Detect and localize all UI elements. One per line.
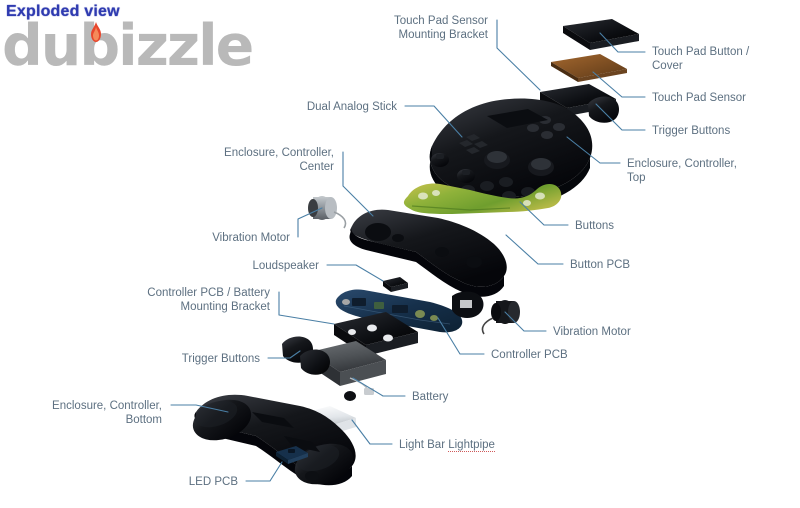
label-line: LED PCB [188, 476, 238, 488]
label-led-pcb: LED PCB [168, 475, 238, 489]
label-enclosure-controller-center: Enclosure, Controller, Center [182, 146, 334, 174]
label-line: Vibration Motor [212, 232, 290, 244]
label-line: Touch Pad Button / [652, 46, 750, 58]
label-line: Controller PCB / Battery [147, 287, 270, 299]
label-trigger-buttons-top: Trigger Buttons [652, 124, 798, 138]
leader-light-bar-lightpipe [351, 419, 393, 445]
leader-buttons [519, 201, 569, 226]
leader-battery [352, 377, 406, 397]
part-loudspeaker [383, 277, 408, 292]
dubizzle-watermark: dubizzle [2, 18, 254, 75]
label-trigger-buttons-bottom: Trigger Buttons [140, 352, 260, 366]
label-line: Dual Analog Stick [306, 101, 397, 113]
label-controller-pcb: Controller PCB [491, 348, 621, 362]
label-line: Battery [412, 391, 449, 403]
leader-touch-pad-button-cover [599, 32, 646, 53]
leader-button-pcb [505, 234, 564, 265]
leader-controller-pcb-battery-mounting-bracket [278, 291, 335, 325]
label-line: Touch Pad Sensor [394, 15, 488, 27]
leader-enclosure-controller-center [342, 151, 374, 217]
spellcheck-underlined-word: Lightpipe [448, 439, 495, 452]
label-line: Enclosure, Controller, [627, 158, 737, 170]
label-vibration-motor-left: Vibration Motor [170, 231, 290, 245]
label-line: Trigger Buttons [652, 125, 731, 137]
label-dual-analog-stick: Dual Analog Stick [277, 100, 397, 114]
label-line: Bottom [125, 414, 162, 426]
label-line: Cover [652, 60, 683, 72]
label-button-pcb: Button PCB [570, 258, 680, 272]
flame-icon [91, 22, 101, 42]
label-touch-pad-sensor: Touch Pad Sensor [652, 91, 798, 105]
leader-enclosure-controller-top [566, 136, 621, 164]
part-misc-fasteners [305, 391, 356, 481]
label-line: Trigger Buttons [181, 353, 260, 365]
leader-loudspeaker [326, 264, 384, 282]
label-line: Enclosure, Controller, [224, 147, 334, 159]
leader-enclosure-controller-bottom [170, 404, 229, 413]
leader-touch-pad-sensor-mounting-bracket [496, 19, 541, 91]
watermark-text: dubizzle [2, 13, 254, 79]
leader-dual-analog-stick [404, 105, 463, 138]
label-enclosure-controller-top: Enclosure, Controller, Top [627, 157, 787, 185]
label-loudspeaker: Loudspeaker [222, 259, 320, 273]
label-light-bar-lightpipe: Light Bar Lightpipe [399, 438, 539, 452]
part-vibration-motor-left [308, 196, 347, 229]
leader-vibration-motor-left [297, 207, 323, 238]
leader-controller-pcb [437, 317, 485, 355]
label-line: Controller PCB [491, 349, 568, 361]
label-line: Center [299, 161, 334, 173]
part-enclosure-controller-bottom [192, 394, 356, 486]
part-enclosure-controller-center [349, 209, 507, 297]
leader-touch-pad-sensor [592, 71, 646, 98]
part-controller-pcb [335, 289, 484, 333]
label-touch-pad-button-cover: Touch Pad Button / Cover [652, 45, 798, 73]
label-buttons: Buttons [575, 219, 685, 233]
part-button-pcb [403, 183, 562, 214]
label-line: Mounting Bracket [180, 301, 271, 313]
label-enclosure-controller-bottom: Enclosure, Controller, Bottom [10, 399, 162, 427]
label-line: Light Bar Lightpipe [399, 439, 495, 452]
part-touch-pad-button-cover [563, 19, 639, 50]
part-trigger-buttons-bottom [282, 336, 331, 375]
label-line: Loudspeaker [252, 260, 320, 272]
label-battery: Battery [412, 390, 502, 404]
leader-trigger-buttons-bottom [267, 350, 301, 359]
label-line: Enclosure, Controller, [52, 400, 162, 412]
label-vibration-motor-right: Vibration Motor [553, 325, 683, 339]
label-line: Top [627, 172, 646, 184]
label-line: Buttons [575, 220, 614, 232]
label-line: Touch Pad Sensor [652, 92, 746, 104]
label-line: Mounting Bracket [398, 29, 489, 41]
leader-led-pcb [245, 461, 283, 482]
leader-vibration-motor-right [504, 311, 547, 332]
part-touch-pad-sensor [551, 54, 627, 82]
leader-trigger-buttons-top [595, 103, 646, 131]
label-line: Vibration Motor [553, 326, 631, 338]
part-led-pcb [276, 446, 308, 464]
part-dual-analog-stick [431, 153, 475, 183]
label-line: Button PCB [570, 259, 631, 271]
page-title: Exploded view [6, 3, 120, 20]
